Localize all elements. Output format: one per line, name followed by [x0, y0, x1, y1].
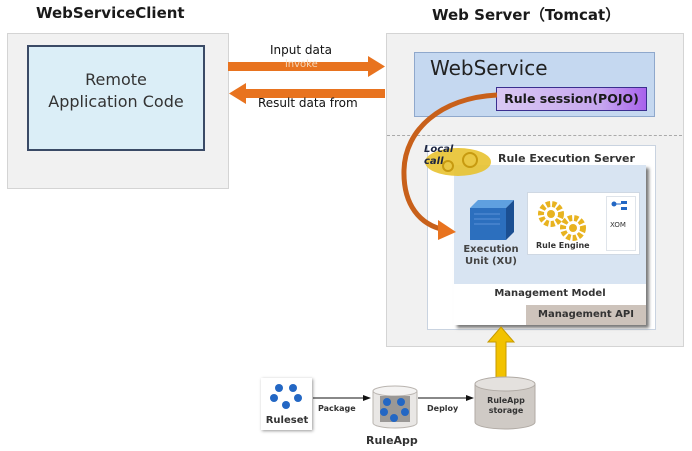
ruleapp-storage-label: RuleApp storage	[476, 396, 536, 416]
management-model-label: Management Model	[494, 288, 606, 299]
package-label: Package	[318, 404, 356, 413]
management-api-box: Management API	[526, 305, 646, 325]
remote-application-code-box: Remote Application Code	[27, 45, 205, 151]
server-title: Web Server（Tomcat）	[432, 6, 621, 24]
rule-session-box: Rule session(POJO)	[496, 87, 647, 111]
deploy-label: Deploy	[427, 404, 459, 413]
xu-label-line2: Unit (XU)	[465, 256, 517, 267]
storage-line2: storage	[488, 406, 524, 415]
invoke-label: invoke	[285, 59, 318, 70]
xu-label-line1: Execution	[463, 244, 519, 255]
input-data-label: Input data	[270, 43, 332, 57]
ruleset-icon	[270, 384, 302, 409]
res-label: Rule Execution Server	[498, 152, 635, 165]
result-data-label: Result data from	[258, 96, 358, 110]
ruleapp-label: RuleApp	[366, 434, 418, 447]
rule-engine-gears-icon	[538, 201, 586, 241]
input-data-arrow	[228, 56, 385, 77]
local-call-arrow	[401, 92, 498, 240]
app-code-line2: Application Code	[48, 92, 184, 111]
result-data-arrow	[229, 83, 385, 104]
ruleapp-storage-icon	[474, 376, 536, 430]
xom-icon	[611, 201, 627, 210]
local-call-line2: call	[424, 156, 444, 167]
xom-box	[606, 196, 636, 251]
rule-engine-label: Rule Engine	[536, 241, 590, 250]
execution-unit-label: Execution Unit (XU)	[460, 244, 522, 268]
local-call-line1: Local	[424, 144, 454, 155]
storage-line1: RuleApp	[487, 396, 525, 405]
ruleset-label: Ruleset	[265, 415, 309, 426]
execution-unit-icon	[470, 200, 514, 240]
xom-label: XOM	[610, 221, 626, 229]
webservice-label: WebService	[430, 56, 548, 80]
divider-dashed	[387, 135, 682, 136]
local-call-gear-icon	[425, 148, 491, 176]
ruleapp-icon	[372, 385, 418, 429]
local-call-label: Local call	[424, 144, 453, 168]
client-title: WebServiceClient	[36, 4, 185, 22]
app-code-line1: Remote	[85, 70, 147, 89]
